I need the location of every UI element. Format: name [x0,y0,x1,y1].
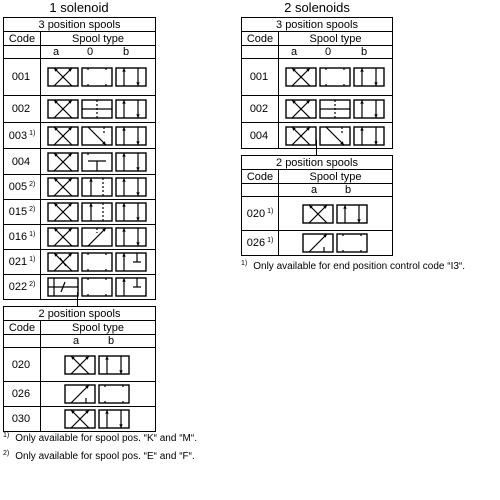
table-row: 002 [3,95,156,123]
code-header: Code [241,169,279,184]
table-row: 002 [241,95,393,123]
spool-symbol [47,277,147,297]
spool-type-header: Spool type [40,31,156,46]
table-heading: 3 position spools [3,17,156,32]
spool-symbol [47,125,147,146]
one-solenoid-2pos-table: 2 position spools Code Spool type a b 02… [3,306,156,432]
spool-symbol [47,202,147,222]
spool-code: 002 [241,95,279,123]
code-header: Code [241,31,279,46]
table-row: 020 [3,347,156,382]
pos-label-b: b [123,46,130,58]
table-row: 004 [241,122,393,149]
table-connector [77,292,78,306]
code-header: Code [3,320,41,335]
pos-label-a: a [311,184,318,196]
table-heading: 2 position spools [241,155,393,170]
table-row: 004 [3,148,156,175]
pos-label-b: b [361,46,368,58]
spool-code: 004 [241,122,279,149]
spool-symbol [284,125,385,146]
spool-symbol [47,252,147,272]
spool-symbol [47,67,147,87]
table-row: 026 [3,381,156,407]
pos-label-b: b [108,335,115,347]
table-row: 001 [3,58,156,96]
table-row: 030 [3,406,156,432]
two-solenoids-2pos-table: 2 position spools Code Spool type a b 02… [241,155,393,256]
two-solenoids-3pos-table: 3 position spools Code Spool type a 0 b … [241,17,393,149]
spool-code: 030 [3,406,41,432]
table-row: 001 [241,58,393,96]
spool-type-header: Spool type [40,320,156,335]
code-header: Code [3,31,41,46]
spool-symbol [47,99,147,119]
spool-code: 020 [3,347,41,382]
table-connector [316,140,317,155]
spool-type-header: Spool type [278,169,393,184]
spool-code: 026 [3,381,41,407]
one-solenoid-title: 1 solenoid [49,0,109,15]
footnote: 1)Only available for spool pos. “K“ and … [3,432,197,444]
position-labels: a b [279,184,392,196]
footnote: 2)Only available for spool pos. “E“ and … [3,450,195,462]
pos-label-a: a [291,46,298,58]
pos-label-0: 0 [325,46,332,58]
spool-symbol [47,227,147,247]
position-labels: a 0 b [279,46,392,58]
spool-symbol [47,151,147,172]
spool-type-header: Spool type [278,31,393,46]
one-solenoid-3pos-table: 3 position spools Code Spool type a 0 b … [3,17,156,300]
spool-code: 001 [3,58,41,96]
spool-code: 004 [3,148,41,175]
spool-symbol [301,233,368,253]
pos-label-0: 0 [87,46,94,58]
position-labels: a b [41,335,155,347]
spool-symbol [301,203,368,224]
spool-symbol [284,67,385,87]
pos-label-a: a [53,46,60,58]
table-heading: 3 position spools [241,17,393,32]
spool-symbol [64,354,130,375]
spool-symbol [47,177,147,197]
spool-symbol [64,384,130,404]
spool-symbol [64,409,130,429]
two-solenoids-title: 2 solenoids [284,0,350,15]
position-labels: a 0 b [41,46,155,58]
table-heading: 2 position spools [3,306,156,321]
spool-code: 002 [3,95,41,123]
pos-label-b: b [345,184,352,196]
spool-code: 001 [241,58,279,96]
spool-symbol [284,99,385,119]
pos-label-a: a [73,335,80,347]
footnote: 1)Only available for end position contro… [241,260,466,272]
